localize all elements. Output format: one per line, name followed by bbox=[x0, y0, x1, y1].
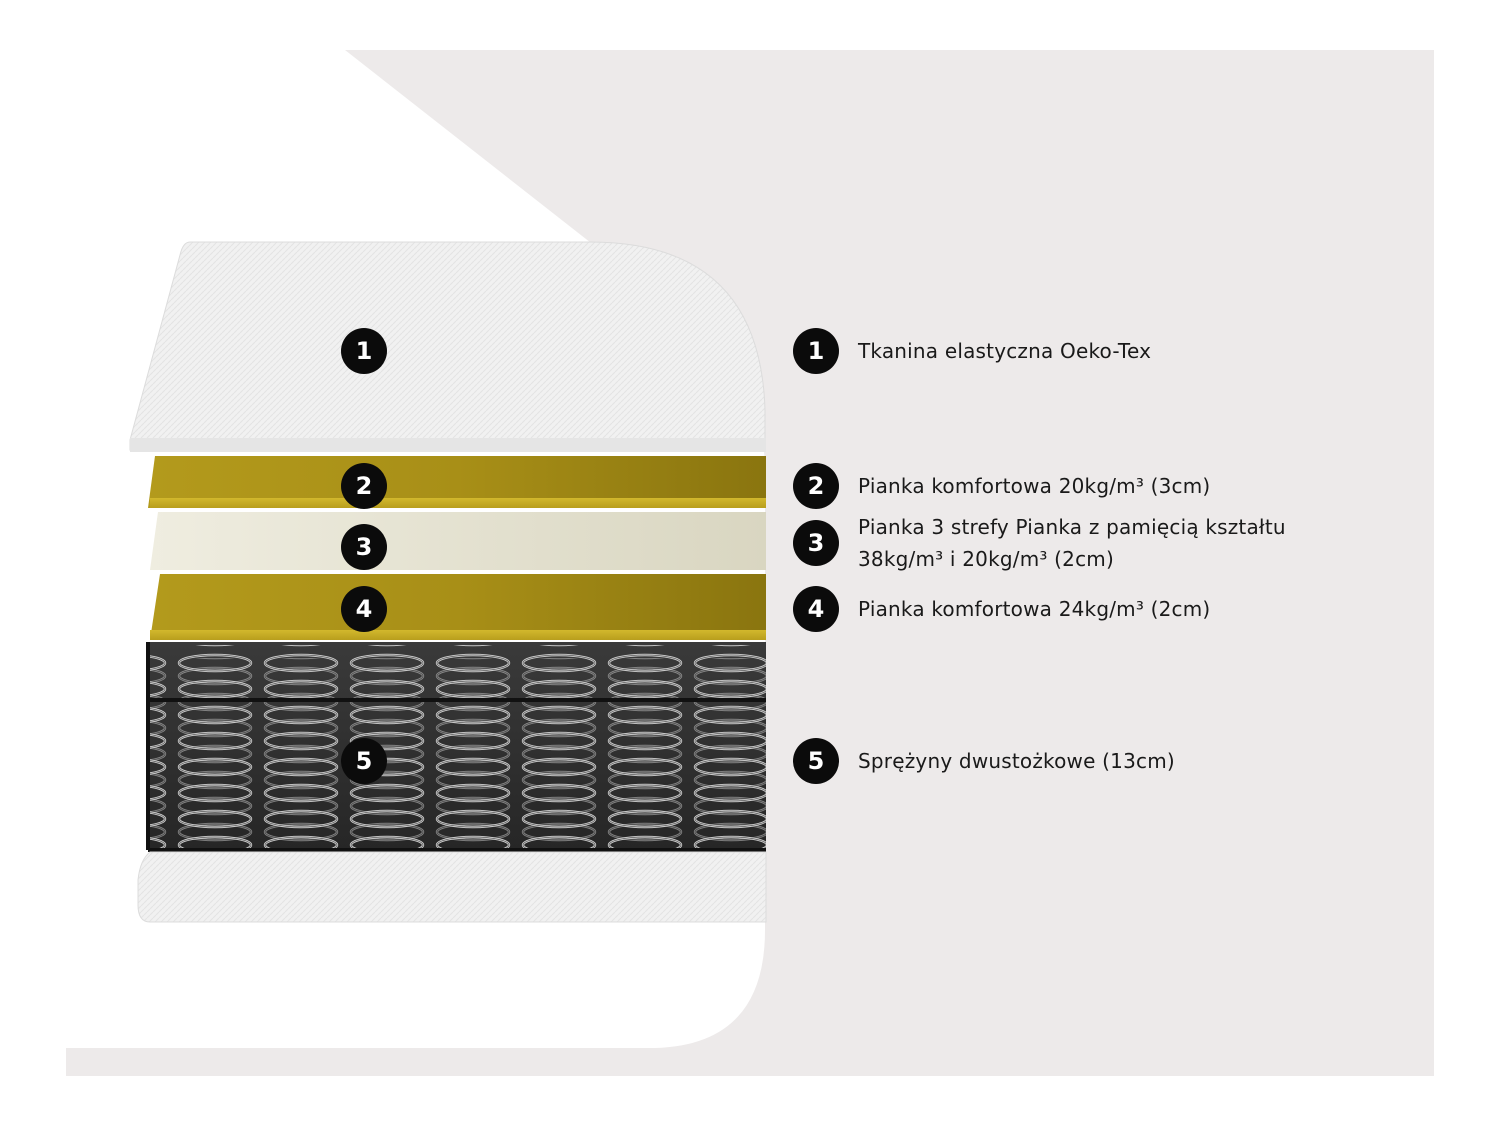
bottom-fabric bbox=[137, 851, 767, 923]
legend-item-2: 2 Pianka komfortowa 20kg/m³ (3cm) bbox=[793, 463, 1210, 509]
legend-label: Tkanina elastyczna Oeko-Tex bbox=[858, 339, 1152, 363]
legend-badge: 1 bbox=[793, 328, 839, 374]
layer-3-foam bbox=[150, 512, 766, 570]
legend-item-3: 3 Pianka 3 strefy Pianka z pamięcią kszt… bbox=[793, 511, 1286, 575]
layer-5-springs bbox=[146, 642, 766, 863]
marker-layer-4: 4 bbox=[341, 586, 387, 632]
legend-label: Pianka 3 strefy Pianka z pamięcią kształ… bbox=[858, 515, 1286, 571]
legend-item-1: 1 Tkanina elastyczna Oeko-Tex bbox=[793, 328, 1151, 374]
legend-label: Pianka komfortowa 24kg/m³ (2cm) bbox=[858, 597, 1211, 621]
marker-layer-1: 1 bbox=[341, 328, 387, 374]
legend-badge: 3 bbox=[793, 520, 839, 566]
layer-4-foam-top bbox=[150, 630, 766, 640]
legend-item-4: 4 Pianka komfortowa 24kg/m³ (2cm) bbox=[793, 586, 1210, 632]
legend-label: Pianka komfortowa 20kg/m³ (3cm) bbox=[858, 474, 1211, 498]
marker-layer-5: 5 bbox=[341, 738, 387, 784]
marker-layer-2: 2 bbox=[341, 463, 387, 509]
legend-label: Sprężyny dwustożkowe (13cm) bbox=[858, 749, 1175, 773]
layer-4-foam bbox=[150, 574, 766, 640]
legend-item-5: 5 Sprężyny dwustożkowe (13cm) bbox=[793, 738, 1175, 784]
legend-badge: 5 bbox=[793, 738, 839, 784]
layer-1-fabric-edge bbox=[130, 438, 766, 452]
layer-1-fabric-top bbox=[129, 241, 766, 451]
marker-layer-3: 3 bbox=[341, 524, 387, 570]
legend-badge: 2 bbox=[793, 463, 839, 509]
legend-badge: 4 bbox=[793, 586, 839, 632]
layer-2-foam-top bbox=[150, 498, 766, 508]
layer-2-foam bbox=[148, 456, 766, 508]
